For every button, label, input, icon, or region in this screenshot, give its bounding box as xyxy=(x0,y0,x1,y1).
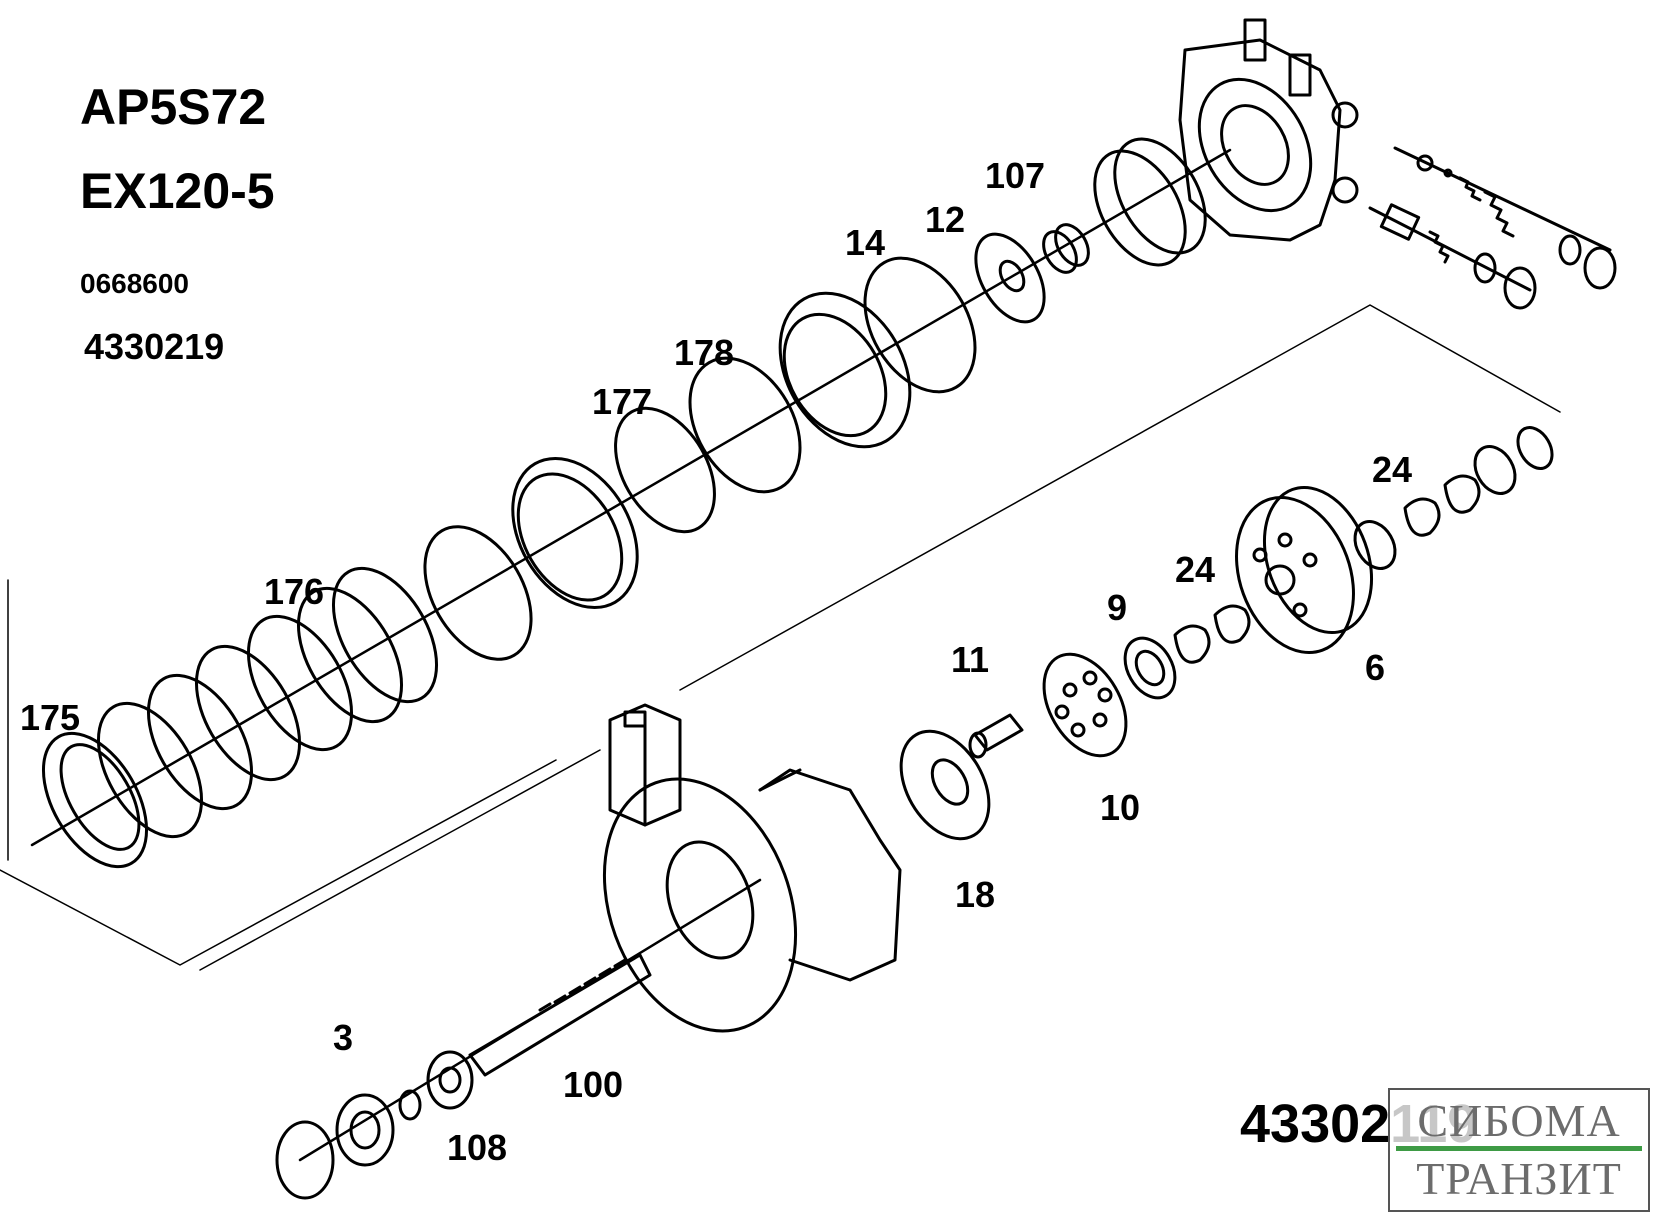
label-10: 10 xyxy=(1099,787,1141,828)
piston-11 xyxy=(968,713,1024,759)
bushing-9 xyxy=(1123,636,1177,700)
rear-cover xyxy=(1178,18,1359,242)
retainer-plate-10 xyxy=(1042,652,1128,758)
cylinder-block-6 xyxy=(1235,485,1374,654)
label-100: 100 xyxy=(562,1064,624,1105)
machine-title: EX120-5 xyxy=(80,163,275,219)
o-ring-upper-1 xyxy=(423,525,533,661)
label-24b: 24 xyxy=(1371,449,1413,490)
retaining-ring-lower xyxy=(275,1120,335,1200)
watermark-line2: ТРАНЗИТ xyxy=(1416,1153,1622,1204)
brake-piston xyxy=(778,291,912,449)
thrust-plate-18 xyxy=(899,729,991,841)
axis-lines xyxy=(30,148,1232,1162)
label-18: 18 xyxy=(954,874,996,915)
separator-plates-176 xyxy=(146,566,439,811)
label-14: 14 xyxy=(844,222,886,263)
piston-seal-ring xyxy=(511,456,639,610)
code-large: 4330219 xyxy=(84,326,225,367)
o-ring-14 xyxy=(863,256,977,394)
o-ring-177 xyxy=(614,406,716,534)
label-3: 3 xyxy=(332,1017,354,1058)
snap-ring xyxy=(398,1089,422,1121)
label-178: 178 xyxy=(673,332,735,373)
model-title: AP5S72 xyxy=(80,79,267,135)
label-107: 107 xyxy=(984,155,1046,196)
relief-valve-parts xyxy=(1368,146,1617,310)
label-108: 108 xyxy=(446,1127,508,1168)
label-177: 177 xyxy=(591,381,653,422)
friction-plates-175 xyxy=(41,644,302,869)
label-24a: 24 xyxy=(1174,549,1216,590)
relief-block xyxy=(608,703,682,827)
cam-rings-24a xyxy=(1173,604,1251,664)
o-ring-178 xyxy=(688,356,802,494)
oil-seal-3 xyxy=(335,1093,395,1167)
label-176: 176 xyxy=(263,571,325,612)
bearing-108 xyxy=(426,1050,474,1110)
label-6: 6 xyxy=(1364,647,1386,688)
label-9: 9 xyxy=(1106,587,1128,628)
label-12: 12 xyxy=(924,199,966,240)
watermark-logo: СИБОМА ТРАНЗИТ xyxy=(1388,1088,1650,1212)
motor-housing xyxy=(602,768,902,1033)
label-11: 11 xyxy=(950,639,990,680)
shaft-100 xyxy=(468,953,652,1077)
watermark-line1: СИБОМА xyxy=(1417,1095,1621,1146)
label-175: 175 xyxy=(19,697,81,738)
watermark-accent-bar xyxy=(1396,1146,1642,1151)
rings-24b xyxy=(1353,426,1554,570)
code-small: 0668600 xyxy=(80,268,190,299)
valve-plate-12 xyxy=(974,232,1046,324)
bearing-107 xyxy=(1042,223,1090,274)
spring-ring xyxy=(1093,137,1207,267)
divider-lines xyxy=(0,304,1561,971)
